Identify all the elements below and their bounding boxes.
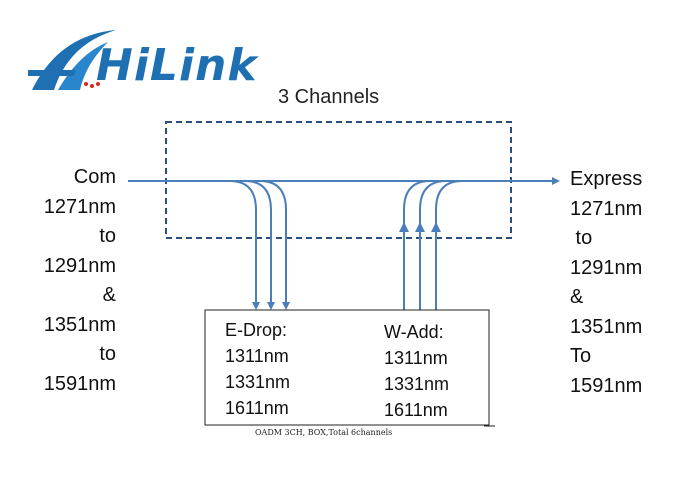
com-label-6: to xyxy=(99,343,116,365)
add-branch-1 xyxy=(403,180,431,310)
drop-heading: E-Drop: xyxy=(225,320,288,340)
hilink-swoosh-logo-icon xyxy=(28,30,116,90)
box-caption: OADM 3CH, BOX,Total 6channels xyxy=(255,428,393,437)
drop-branch-1 xyxy=(229,180,260,310)
express-label-2: to xyxy=(570,227,593,249)
add-wavelength: 1311nm xyxy=(384,348,448,368)
express-labels: Express 1271nm to 1291nm & 1351nm To 159… xyxy=(570,165,642,401)
com-label-0: Com xyxy=(73,166,116,188)
add-wavelength: 1331nm xyxy=(384,374,450,394)
diagram-title: 3 Channels xyxy=(278,86,380,108)
com-label-2: to xyxy=(99,225,116,247)
express-label-4: & xyxy=(570,286,584,308)
port-box xyxy=(204,309,490,426)
com-label-4: & xyxy=(102,284,116,306)
express-label-7: 1591nm xyxy=(570,374,643,397)
com-label-7: 1591nm xyxy=(43,372,116,395)
express-label-3: 1291nm xyxy=(570,256,643,279)
add-wavelength: 1611nm xyxy=(384,400,448,420)
logo-text: HiLink xyxy=(96,40,258,91)
express-label-5: 1351nm xyxy=(570,315,643,338)
add-branch-2 xyxy=(419,180,447,310)
add-heading: W-Add: xyxy=(384,322,444,342)
express-label-0: Express xyxy=(570,168,643,190)
drop-branch-3 xyxy=(259,180,290,310)
add-arrowhead-1 xyxy=(399,222,409,232)
com-label-5: 1351nm xyxy=(43,313,116,336)
add-port-list: W-Add: 1311nm 1331nm 1611nm xyxy=(384,319,449,423)
add-arrowhead-2 xyxy=(415,222,425,232)
com-label-1: 1271nm xyxy=(43,195,116,218)
express-label-1: 1271nm xyxy=(570,197,643,220)
com-label-3: 1291nm xyxy=(43,254,116,277)
add-arrowhead-3 xyxy=(431,222,441,232)
drop-wavelength: 1331nm xyxy=(225,372,291,392)
drop-port-list: E-Drop: 1311nm 1331nm 1611nm xyxy=(225,317,290,421)
drop-branch-2 xyxy=(244,180,275,310)
drop-wavelength: 1311nm xyxy=(225,346,289,366)
add-branch-3 xyxy=(435,180,463,310)
express-label-6: To xyxy=(570,345,592,367)
com-labels: Com 1271nm to 1291nm & 1351nm to 1591nm xyxy=(34,163,116,399)
hilink-logo: HiLink xyxy=(28,20,258,100)
drop-wavelength: 1611nm xyxy=(225,398,289,418)
